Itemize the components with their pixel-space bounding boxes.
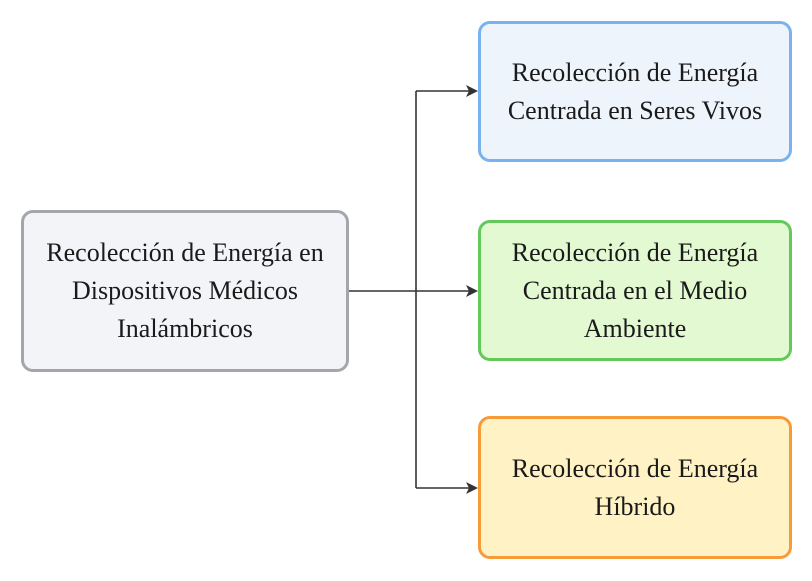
root-node-label: Recolección de Energía en Dispositivos M…: [46, 238, 324, 343]
branch-node-hibrido: Recolección de Energía Híbrido: [478, 416, 792, 559]
branch-node-hibrido-label: Recolección de Energía Híbrido: [511, 453, 759, 521]
root-node: Recolección de Energía en Dispositivos M…: [21, 210, 349, 372]
branch-node-medio-ambiente: Recolección de Energía Centrada en el Me…: [478, 220, 792, 361]
branch-node-seres-vivos-label: Recolección de Energía Centrada en Seres…: [507, 57, 763, 125]
branch-node-medio-ambiente-label: Recolección de Energía Centrada en el Me…: [511, 237, 759, 343]
branch-node-seres-vivos: Recolección de Energía Centrada en Seres…: [478, 21, 792, 162]
